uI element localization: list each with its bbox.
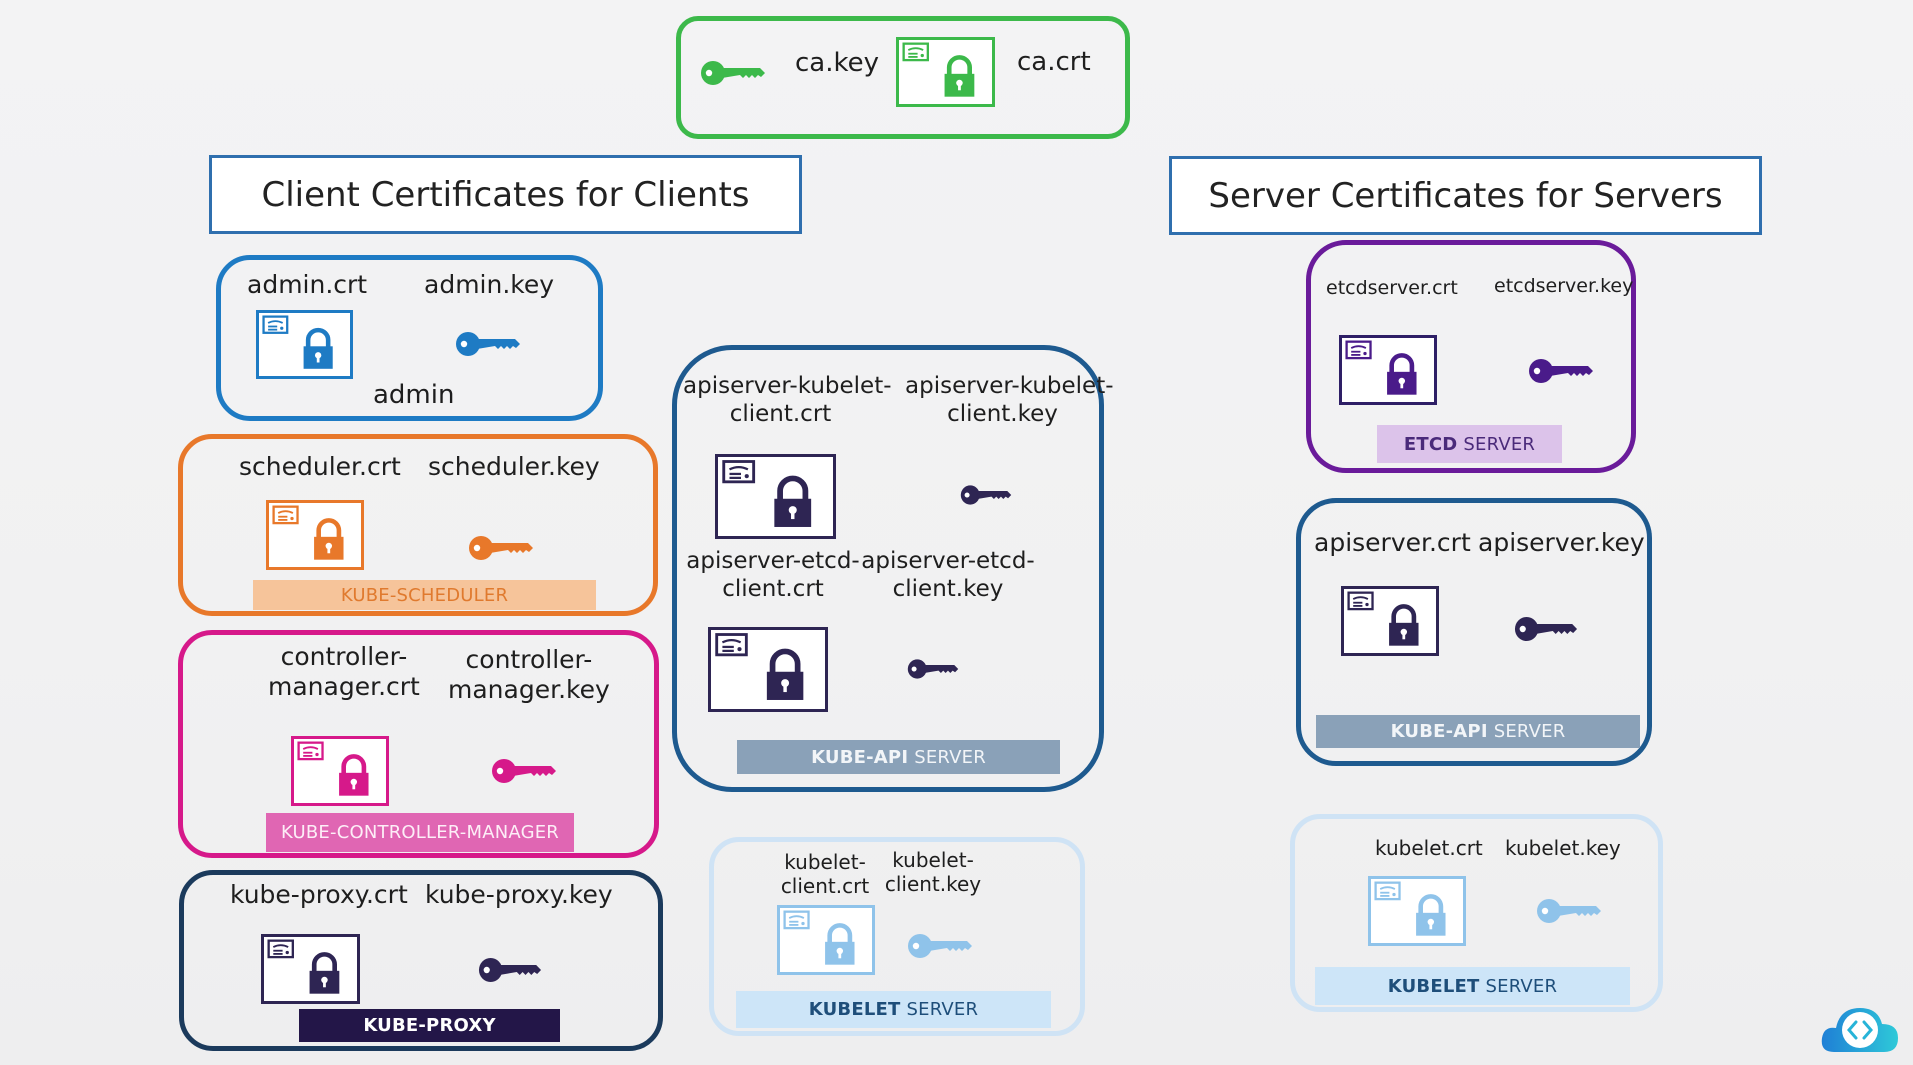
scheduler-key-icon bbox=[468, 533, 534, 563]
apiserver-etcd-client-crt-label: apiserver-etcd- client.crt bbox=[678, 548, 868, 603]
kube-controller-manager-banner-text: KUBE-CONTROLLER-MANAGER bbox=[280, 822, 560, 843]
apiserver-key-icon bbox=[1514, 614, 1578, 644]
kubelet-client-key-label: kubelet- client.key bbox=[878, 848, 988, 896]
etcdserver-key-icon bbox=[1528, 356, 1594, 386]
kubelet-client-key-line2: client.key bbox=[884, 872, 982, 896]
apiserver-client-banner-rest: SERVER bbox=[914, 746, 986, 768]
kubelet-client-certificate-icon bbox=[777, 905, 875, 975]
kube-scheduler-banner-text: KUBE-SCHEDULER bbox=[340, 584, 509, 606]
apiserver-kubelet-client-crt-line2: client.crt bbox=[729, 400, 832, 427]
apiserver-client-banner: KUBE-API SERVER bbox=[737, 740, 1060, 774]
kubelet-key-label: kubelet.key bbox=[1505, 836, 1621, 860]
kube-proxy-banner: KUBE-PROXY bbox=[299, 1009, 560, 1042]
apiserver-etcd-client-key-label: apiserver-etcd- client.key bbox=[853, 548, 1043, 603]
apiserver-kubelet-client-crt-line1: apiserver-kubelet- bbox=[683, 373, 892, 399]
kubelet-client-group bbox=[709, 837, 1085, 1036]
admin-crt-label: admin.crt bbox=[247, 270, 368, 299]
etcd-server-banner-bold: ETCD bbox=[1403, 433, 1458, 455]
server-certificates-header: Server Certificates for Servers bbox=[1169, 156, 1762, 235]
controller-manager-certificate-icon bbox=[291, 736, 389, 806]
kube-proxy-crt-label: kube-proxy.crt bbox=[230, 880, 408, 909]
admin-group bbox=[216, 255, 603, 421]
apiserver-key-label: apiserver.key bbox=[1478, 528, 1645, 557]
cloud-code-icon[interactable] bbox=[1820, 1000, 1900, 1056]
apiserver-kubelet-client-certificate-icon bbox=[715, 454, 836, 539]
kubelet-client-banner-rest: SERVER bbox=[906, 999, 979, 1020]
kube-proxy-group bbox=[179, 870, 663, 1051]
kube-controller-manager-banner: KUBE-CONTROLLER-MANAGER bbox=[266, 813, 574, 852]
admin-key-icon bbox=[455, 329, 521, 359]
apiserver-kubelet-client-key-label: apiserver-kubelet- client.key bbox=[905, 373, 1114, 428]
apiserver-etcd-client-crt-line2: client.crt bbox=[722, 575, 824, 602]
kubelet-server-group bbox=[1290, 814, 1663, 1012]
controller-manager-key-label: controller- manager.key bbox=[448, 645, 610, 705]
apiserver-crt-label: apiserver.crt bbox=[1314, 528, 1471, 557]
admin-name-label: admin bbox=[373, 380, 455, 410]
kubelet-client-crt-label: kubelet- client.crt bbox=[770, 850, 880, 898]
admin-key-label: admin.key bbox=[424, 270, 555, 299]
kubelet-certificate-icon bbox=[1368, 876, 1466, 946]
kubelet-server-banner: KUBELET SERVER bbox=[1315, 967, 1630, 1005]
controller-manager-key-icon bbox=[491, 756, 557, 786]
ca-certificate-icon bbox=[896, 37, 995, 107]
etcd-server-group bbox=[1306, 240, 1636, 473]
apiserver-kubelet-client-key-line1: apiserver-kubelet- bbox=[905, 373, 1114, 399]
kubelet-crt-label: kubelet.crt bbox=[1375, 836, 1483, 860]
apiserver-kubelet-client-key-line2: client.key bbox=[947, 400, 1058, 427]
kubelet-client-crt-line2: client.crt bbox=[780, 874, 870, 898]
ca-crt-label: ca.crt bbox=[1017, 47, 1091, 77]
apiserver-etcd-client-key-line2: client.key bbox=[892, 575, 1004, 602]
client-certificates-header: Client Certificates for Clients bbox=[209, 155, 802, 234]
apiserver-etcd-client-key-line1: apiserver-etcd- bbox=[861, 548, 1035, 574]
etcdserver-key-label: etcdserver.key bbox=[1494, 275, 1634, 297]
kube-proxy-key-label: kube-proxy.key bbox=[425, 880, 613, 909]
kubelet-server-banner-bold: KUBELET bbox=[1387, 975, 1480, 997]
apiserver-kubelet-client-key-icon bbox=[960, 483, 1012, 507]
etcd-server-banner: ETCD SERVER bbox=[1377, 425, 1562, 463]
apiserver-etcd-client-crt-line1: apiserver-etcd- bbox=[686, 548, 860, 574]
scheduler-group bbox=[178, 434, 658, 616]
controller-manager-key-line2: manager.key bbox=[448, 675, 610, 704]
kubelet-key-icon bbox=[1536, 896, 1602, 926]
ca-key-icon bbox=[700, 58, 766, 88]
scheduler-crt-label: scheduler.crt bbox=[239, 452, 401, 481]
apiserver-kubelet-client-crt-label: apiserver-kubelet- client.crt bbox=[683, 373, 892, 428]
apiserver-server-banner-bold: KUBE-API bbox=[1390, 721, 1488, 742]
apiserver-client-group bbox=[672, 345, 1104, 792]
kubelet-client-banner-bold: KUBELET bbox=[808, 999, 901, 1020]
etcdserver-certificate-icon bbox=[1339, 335, 1437, 405]
kubelet-client-crt-line1: kubelet- bbox=[784, 850, 866, 874]
controller-manager-key-line1: controller- bbox=[465, 645, 593, 674]
controller-manager-crt-label: controller- manager.crt bbox=[268, 642, 420, 702]
apiserver-certificate-icon bbox=[1341, 586, 1439, 656]
kube-proxy-key-icon bbox=[478, 955, 542, 985]
controller-manager-crt-line2: manager.crt bbox=[268, 672, 420, 701]
scheduler-certificate-icon bbox=[266, 500, 364, 570]
kubelet-client-banner: KUBELET SERVER bbox=[736, 991, 1051, 1028]
controller-manager-crt-line1: controller- bbox=[280, 642, 408, 671]
ca-group bbox=[676, 16, 1130, 139]
etcd-server-banner-rest: SERVER bbox=[1463, 433, 1536, 455]
kubelet-server-banner-rest: SERVER bbox=[1485, 975, 1558, 997]
etcdserver-crt-label: etcdserver.crt bbox=[1326, 277, 1458, 299]
ca-key-label: ca.key bbox=[795, 48, 880, 78]
apiserver-etcd-client-certificate-icon bbox=[708, 627, 828, 712]
kube-proxy-banner-text: KUBE-PROXY bbox=[363, 1015, 496, 1036]
apiserver-etcd-client-key-icon bbox=[907, 657, 959, 681]
apiserver-server-group bbox=[1296, 498, 1652, 766]
kubelet-client-key-line1: kubelet- bbox=[892, 848, 974, 872]
apiserver-server-banner: KUBE-API SERVER bbox=[1316, 715, 1640, 748]
admin-certificate-icon bbox=[256, 310, 353, 379]
apiserver-client-banner-bold: KUBE-API bbox=[811, 746, 909, 768]
controller-manager-group bbox=[178, 630, 659, 858]
scheduler-key-label: scheduler.key bbox=[428, 452, 600, 481]
kubelet-client-key-icon bbox=[907, 931, 973, 961]
kube-proxy-certificate-icon bbox=[261, 934, 360, 1004]
kube-scheduler-banner: KUBE-SCHEDULER bbox=[253, 580, 596, 610]
apiserver-server-banner-rest: SERVER bbox=[1493, 721, 1566, 742]
